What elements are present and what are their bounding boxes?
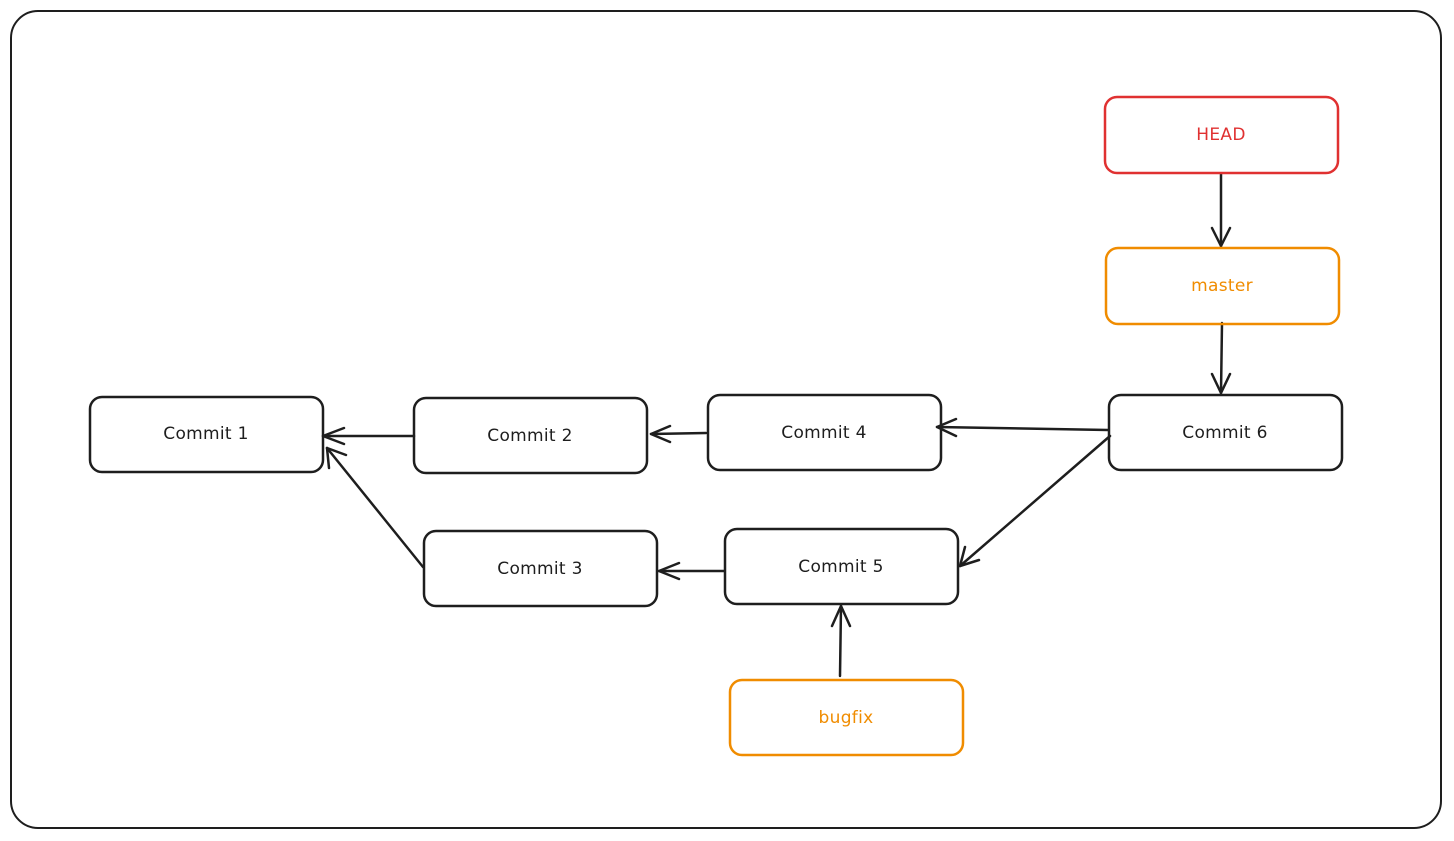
edge-master-to-commit6[interactable] (1210, 321, 1232, 395)
edge-commit5-to-commit3[interactable] (657, 561, 726, 581)
node-commit1-label: Commit 1 (163, 424, 248, 444)
node-commit6-label: Commit 6 (1182, 423, 1267, 443)
node-commit6[interactable]: Commit 6 (1107, 393, 1344, 472)
node-master-label: master (1191, 276, 1253, 296)
node-commit2[interactable]: Commit 2 (412, 396, 649, 475)
node-bugfix[interactable]: bugfix (728, 678, 965, 757)
canvas-frame (10, 10, 1442, 829)
node-master[interactable]: master (1104, 246, 1341, 326)
edge-bugfix-to-commit5[interactable] (830, 604, 852, 678)
node-commit3-label: Commit 3 (497, 559, 582, 579)
edge-head-to-master[interactable] (1210, 172, 1232, 248)
edge-commit6-to-commit5[interactable] (958, 434, 1112, 568)
node-commit3[interactable]: Commit 3 (422, 529, 659, 608)
node-commit4[interactable]: Commit 4 (706, 393, 943, 472)
node-commit2-label: Commit 2 (487, 426, 572, 446)
node-commit5[interactable]: Commit 5 (723, 527, 960, 606)
edge-commit6-to-commit4[interactable] (935, 417, 1110, 438)
node-head-label: HEAD (1196, 125, 1245, 145)
edge-commit4-to-commit2[interactable] (649, 424, 708, 444)
edge-commit3-to-commit1[interactable] (325, 446, 425, 569)
node-commit1[interactable]: Commit 1 (88, 395, 325, 474)
node-bugfix-label: bugfix (819, 708, 874, 728)
node-commit5-label: Commit 5 (798, 557, 883, 577)
node-head[interactable]: HEAD (1103, 95, 1340, 175)
edge-commit2-to-commit1[interactable] (321, 426, 416, 446)
node-commit4-label: Commit 4 (781, 423, 866, 443)
edges (321, 172, 1232, 678)
